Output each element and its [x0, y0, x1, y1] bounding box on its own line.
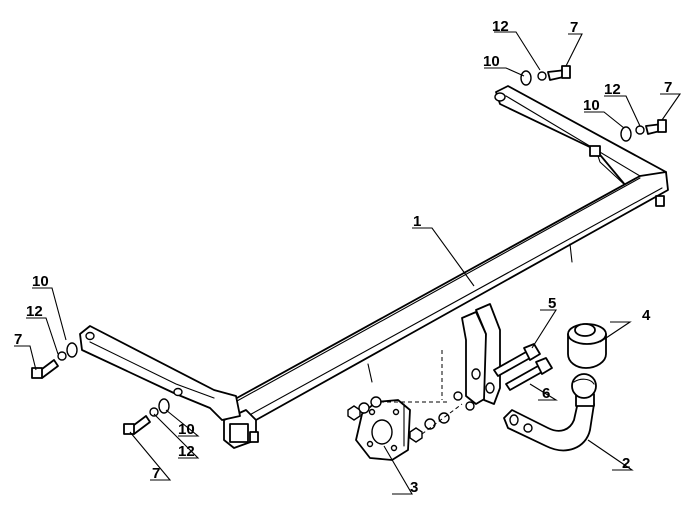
label-12-top-right-upper: 12: [492, 18, 509, 35]
fasteners-left-upper: [31, 342, 78, 379]
label-6-bolt: 6: [542, 385, 550, 402]
label-7-left-lower: 7: [152, 465, 160, 482]
label-1-crossbar: 1: [413, 213, 421, 230]
cap-part: [567, 323, 607, 369]
fasteners-top-right-lower: [620, 119, 667, 142]
bolts-5-6: [493, 343, 553, 391]
socket-plate-part: [347, 396, 463, 461]
label-3-socket-plate: 3: [410, 479, 418, 496]
label-10-top-right-upper: 10: [483, 53, 500, 70]
label-5-bolt: 5: [548, 295, 556, 312]
label-7-top-right-lower: 7: [664, 79, 672, 96]
label-12-top-right-lower: 12: [604, 81, 621, 98]
label-10-top-right-lower: 10: [583, 97, 600, 114]
label-12-left-lower: 12: [178, 443, 195, 460]
center-bracket: [441, 303, 501, 411]
leader-lines: [14, 31, 682, 495]
label-10-left-upper: 10: [32, 273, 49, 290]
label-2-ball-neck: 2: [622, 455, 630, 472]
label-12-left-upper: 12: [26, 303, 43, 320]
label-7-left-upper: 7: [14, 331, 22, 348]
label-10-left-lower: 10: [178, 421, 195, 438]
fasteners-top-right-upper: [520, 65, 571, 86]
ball-neck-part: [503, 373, 597, 452]
label-7-top-right-upper: 7: [570, 19, 578, 36]
label-4-cap: 4: [642, 307, 651, 324]
fasteners-left-lower: [123, 398, 170, 435]
crossbar-part: [79, 85, 669, 449]
